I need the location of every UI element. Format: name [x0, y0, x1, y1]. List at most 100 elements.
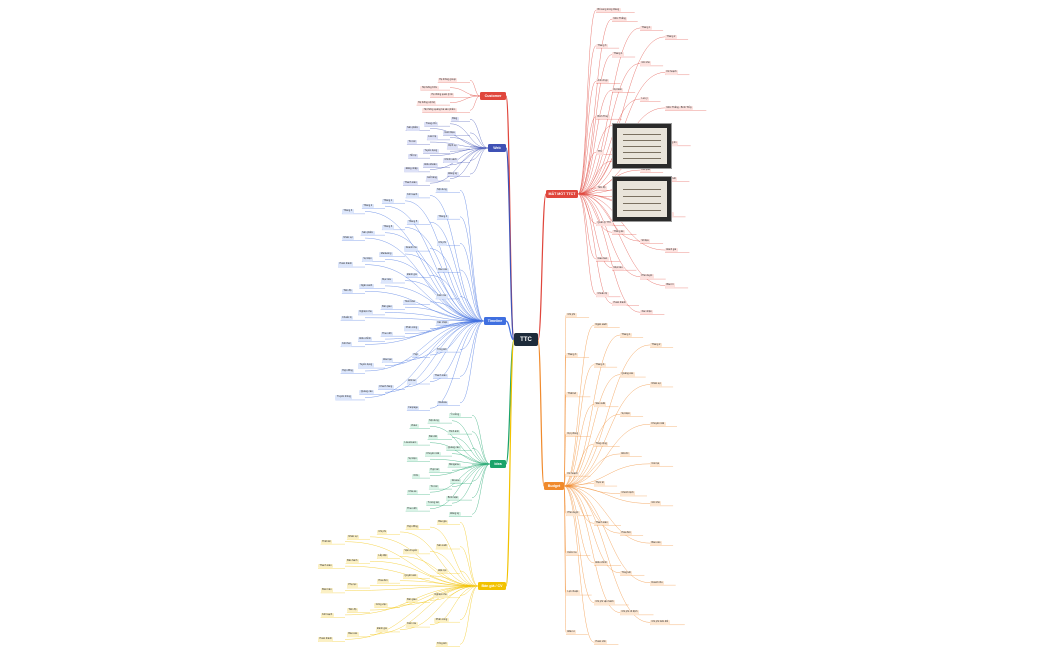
node-mat-bot-tt[interactable]: Kế hoạch — [665, 70, 679, 75]
node-idea[interactable]: Hợp tác — [428, 468, 441, 473]
node-timeline[interactable]: Theo dõi — [380, 331, 393, 336]
node-idea[interactable]: Ý tưởng — [448, 413, 461, 418]
node-mat-bot-tt[interactable]: Ảnh chụp — [596, 79, 610, 84]
node-mat-bot-tt[interactable]: Mức Thắng - Bình Thủy — [665, 105, 694, 111]
node-budget[interactable]: Còn lại — [650, 461, 661, 467]
node-idea[interactable]: Tương tác — [426, 501, 441, 506]
node-budget[interactable]: Kiểm tra — [566, 550, 578, 556]
node-web[interactable]: Chính sách — [443, 158, 459, 163]
node-timeline[interactable]: Doanh thu — [404, 246, 419, 251]
node-ban-gia[interactable]: Quyết toán — [403, 573, 418, 579]
node-timeline[interactable]: Triển khai — [403, 299, 417, 305]
node-ban-gia[interactable]: Báo giá — [436, 520, 448, 525]
root-node-ttc[interactable]: TTC — [514, 333, 538, 346]
node-idea[interactable]: Sự kiện — [406, 457, 419, 462]
node-mat-bot-tt[interactable]: Bổ sung trong tháng — [596, 8, 621, 13]
node-budget[interactable]: Ngân sách — [594, 322, 609, 328]
node-mat-bot-tt[interactable]: Thống kê — [612, 230, 625, 235]
node-mat-bot-tt[interactable]: Tháng 4 — [612, 52, 624, 57]
node-timeline[interactable]: Thanh toán — [433, 374, 449, 379]
node-budget[interactable]: Tổng kết — [620, 570, 633, 576]
node-ban-gia[interactable]: Sản xuất — [435, 544, 449, 549]
node-ban-gia[interactable]: Tổng kết — [435, 642, 448, 647]
node-web[interactable]: Blog — [450, 117, 459, 122]
node-mat-bot-tt[interactable]: Tháng 3 — [596, 43, 608, 48]
node-ban-gia[interactable]: Kiểm tra — [405, 622, 418, 627]
node-ban-gia[interactable]: Nhân sự — [346, 534, 360, 540]
node-mat-bot-tt[interactable]: Lưu ý — [640, 96, 650, 102]
node-mat-bot-tt[interactable]: Bảo trì — [665, 283, 676, 288]
node-customer[interactable]: Hệ thống quản lý tin — [430, 93, 455, 98]
node-timeline[interactable]: Điều chỉnh — [358, 336, 373, 342]
node-timeline[interactable]: Website — [436, 400, 449, 406]
branch-customer[interactable]: Customer — [480, 92, 506, 100]
node-idea[interactable]: Quảng cáo — [446, 446, 461, 451]
node-timeline[interactable]: Kết thúc — [340, 342, 353, 347]
node-mat-bot-tt[interactable]: Quản lý TTC — [596, 221, 613, 226]
node-ban-gia[interactable]: Nghiệm thu — [433, 593, 449, 598]
node-budget[interactable]: Đầu tư — [566, 630, 577, 635]
node-budget[interactable]: Điều chỉnh — [594, 560, 609, 566]
node-budget[interactable]: Tháng 1 — [620, 332, 632, 338]
node-ban-gia[interactable]: Tiến độ — [346, 607, 358, 613]
branch-web[interactable]: Web — [488, 144, 506, 152]
node-ban-gia[interactable]: Hoàn thành — [318, 637, 334, 642]
node-idea[interactable]: Video — [409, 424, 419, 429]
node-mat-bot-tt[interactable]: Mục tiêu — [612, 265, 625, 270]
node-customer[interactable]: Hệ thống KOL — [420, 85, 439, 90]
node-budget[interactable]: Hóa đơn — [620, 531, 633, 536]
node-timeline[interactable]: Báo cáo — [436, 267, 449, 273]
node-mat-bot-tt[interactable]: Dự kiến — [612, 87, 624, 93]
node-idea[interactable]: Bài viết — [427, 435, 439, 440]
node-budget[interactable]: Phê duyệt — [566, 511, 580, 516]
node-ban-gia[interactable]: Hợp đồng — [405, 524, 420, 530]
node-ban-gia[interactable]: Thiết kế — [320, 539, 333, 544]
node-budget[interactable]: Báo cáo — [650, 540, 662, 546]
node-idea[interactable]: Hình ảnh — [447, 429, 461, 434]
node-idea[interactable]: Chia sẻ — [406, 490, 418, 495]
node-ban-gia[interactable]: Bảo hành — [345, 559, 359, 564]
branch-timeline[interactable]: Timeline — [484, 317, 506, 325]
branch-idea[interactable]: Idea — [490, 460, 506, 468]
node-idea[interactable]: Khuyến mãi — [425, 451, 441, 456]
node-web[interactable]: Tin tức — [406, 139, 418, 145]
node-timeline[interactable]: Hoàn thành — [338, 262, 354, 267]
node-timeline[interactable]: Đánh giá — [405, 273, 419, 278]
node-timeline[interactable]: Quảng cáo — [359, 390, 374, 395]
node-timeline[interactable]: Kiểm tra — [435, 294, 448, 299]
node-mat-bot-tt[interactable]: Hoàn thành — [612, 301, 628, 306]
node-timeline[interactable]: Ngân sách — [359, 283, 374, 289]
node-idea[interactable]: Review — [450, 479, 462, 484]
node-ban-gia[interactable]: Thanh toán — [318, 563, 334, 569]
node-timeline[interactable]: Tiến độ — [341, 289, 353, 294]
node-web[interactable]: Đăng ký — [446, 171, 459, 177]
node-ban-gia[interactable]: Phụ lục — [346, 583, 358, 588]
node-budget[interactable]: Sản xuất — [594, 402, 607, 407]
node-timeline[interactable]: Hợp đồng — [340, 368, 355, 374]
node-timeline[interactable]: Chuẩn bị — [340, 315, 354, 320]
node-budget[interactable]: Ghi chú — [650, 501, 662, 506]
node-timeline[interactable]: Tháng 4 — [436, 214, 449, 219]
node-ban-gia[interactable]: Bàn giao — [405, 598, 419, 603]
node-budget[interactable]: Chi phí — [566, 313, 577, 318]
node-mat-bot-tt[interactable]: Mức Thắng — [612, 16, 628, 22]
node-timeline[interactable]: Kế hoạch — [405, 193, 419, 198]
node-idea[interactable]: Minigame — [447, 462, 461, 467]
node-budget[interactable]: Thanh toán — [594, 521, 610, 526]
node-timeline[interactable]: Nhân sự — [341, 235, 355, 241]
node-customer[interactable]: Hệ thống group — [437, 78, 458, 83]
node-timeline[interactable]: Tháng 5 — [406, 219, 419, 225]
node-idea[interactable]: Nội dung — [427, 418, 441, 423]
node-budget[interactable]: Tổng cộng — [594, 441, 609, 447]
node-ban-gia[interactable]: Đánh giá — [375, 627, 389, 632]
node-mat-bot-tt[interactable]: Xác nhận — [640, 310, 654, 315]
node-web[interactable]: Dịch vụ — [446, 144, 458, 149]
node-budget[interactable]: Chi phí biến đổi — [650, 620, 670, 625]
node-idea[interactable]: Theo dõi — [405, 506, 418, 511]
node-web[interactable]: Giỏ hàng — [425, 176, 439, 181]
node-timeline[interactable]: Tuyển dụng — [358, 363, 374, 368]
node-budget[interactable]: Hoàn vốn — [594, 640, 608, 645]
node-timeline[interactable]: Tháng 2 — [361, 203, 374, 209]
node-budget[interactable]: Lợi nhuận — [566, 590, 580, 595]
node-web[interactable]: Thanh toán — [403, 181, 419, 186]
